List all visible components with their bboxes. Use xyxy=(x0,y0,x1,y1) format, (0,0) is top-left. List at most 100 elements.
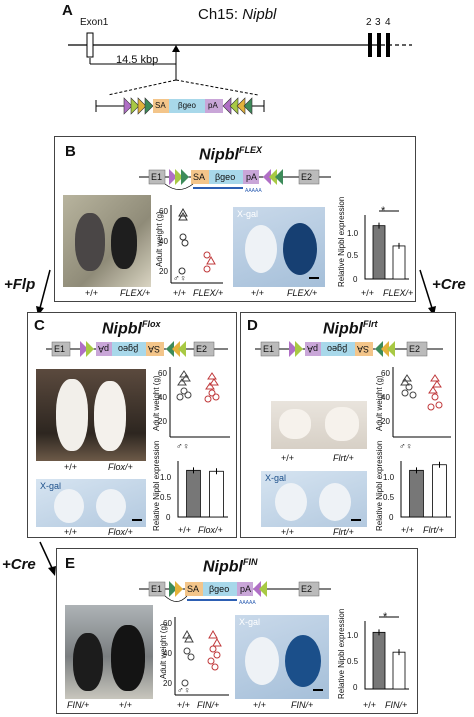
construct-e-polya: AAAAA xyxy=(239,600,256,606)
panel-d-title: NipblFlrt xyxy=(323,319,378,338)
expr-d-chart xyxy=(400,461,451,518)
weight-c-tick-20: 20 xyxy=(158,417,167,426)
photo-e-wt: +/+ xyxy=(119,700,133,710)
expr-e-tick-1: 1.0 xyxy=(347,631,359,640)
panel-d: D NipblFlrt E1 pA βgeo SA E2 +/+ Flrt/+ … xyxy=(240,312,456,538)
weight-b-x-mut: FLEX/+ xyxy=(193,288,224,298)
weight-c-sex: ♂♀ xyxy=(176,441,190,451)
mouse-photo-c xyxy=(36,369,146,461)
construct-d-bgeo: βgeo xyxy=(327,344,348,354)
panel-a-label: A xyxy=(62,2,73,19)
weight-d-tick-40: 40 xyxy=(381,393,390,402)
xgal-photo-d: X-gal xyxy=(261,471,367,527)
expr-d-tick-1: 1.0 xyxy=(383,473,395,482)
mouse-photo-b xyxy=(63,195,151,287)
mouse-photo-e xyxy=(65,605,153,699)
xgal-e-label: X-gal xyxy=(239,617,261,627)
construct-b xyxy=(139,169,331,190)
construct-d-e1: E1 xyxy=(263,344,275,354)
expr-e-tick-05: 0.5 xyxy=(347,657,359,666)
exon1-box xyxy=(86,32,94,58)
panel-e-label: E xyxy=(65,555,76,572)
expr-c-tick-05: 0.5 xyxy=(160,493,172,502)
mouse-photo-d xyxy=(271,401,367,449)
expr-c-x-mut: Flox/+ xyxy=(198,525,223,535)
weight-e-plot xyxy=(174,617,229,696)
xgal-b-label: X-gal xyxy=(237,209,259,219)
distance-label: 14.5 kbp xyxy=(116,54,159,66)
xgal-b-wt: +/+ xyxy=(251,288,265,298)
expr-b-x-wt: +/+ xyxy=(361,288,375,298)
photo-b-mut: FLEX/+ xyxy=(120,288,151,298)
weight-c-tick-40: 40 xyxy=(158,393,167,402)
gene-label: Nipbl xyxy=(242,6,277,23)
chrom-label: Ch15: xyxy=(198,6,239,23)
xgal-photo-e: X-gal xyxy=(235,615,329,699)
expr-c-chart xyxy=(177,461,228,518)
bar-d-1 xyxy=(432,464,447,518)
weight-d-sex: ♂♀ xyxy=(399,441,413,451)
panel-c-label: C xyxy=(34,317,45,334)
xgal-c-wt: +/+ xyxy=(64,527,78,537)
panel-c: C NipblFlox E1 pA βgeo SA E2 +/+ Flox/+ … xyxy=(27,312,237,538)
expr-c-x-wt: +/+ xyxy=(178,525,192,535)
weight-c-tick-60: 60 xyxy=(158,369,167,378)
weight-e-tick-60: 60 xyxy=(163,619,172,628)
cassette-a xyxy=(123,97,253,115)
expr-d-tick-0: 0 xyxy=(389,513,394,522)
expr-e-chart xyxy=(364,616,409,690)
panel-e: E NipblFIN E1 SA βgeo pA E2 AAAAA FIN/+ … xyxy=(56,548,418,714)
panel-d-label: D xyxy=(247,317,258,334)
cassette-a-pa: pA xyxy=(208,101,218,110)
xgal-c-mut: Flox/+ xyxy=(108,527,133,537)
panel-b: B NipblFLEX E1 SA βgeo pA E2 AAAAA +/+ F… xyxy=(54,136,416,302)
xgal-b-mut: FLEX/+ xyxy=(287,288,318,298)
construct-e-e2: E2 xyxy=(301,584,313,594)
expr-b-tick-1: 1.0 xyxy=(347,229,359,238)
cre-flp-arrows xyxy=(36,269,436,316)
bar-e-0 xyxy=(372,631,386,690)
xgal-photo-c: X-gal xyxy=(36,479,146,527)
xgal-photo-b: X-gal xyxy=(233,207,325,287)
weight-d-tick-20: 20 xyxy=(381,417,390,426)
xgal-c-label: X-gal xyxy=(40,481,62,491)
construct-e xyxy=(139,581,331,602)
xgal-d-wt: +/+ xyxy=(281,527,295,537)
construct-e-e1: E1 xyxy=(151,584,163,594)
weight-e-x-mut: FIN/+ xyxy=(197,700,220,710)
expr-d-ylabel: Relative Nipbl expression xyxy=(375,440,384,531)
weight-e-sex: ♂♀ xyxy=(177,685,191,695)
xgal-e-wt: +/+ xyxy=(253,700,267,710)
weight-b-x-wt: +/+ xyxy=(173,288,187,298)
expr-d-x-mut: Flrt/+ xyxy=(423,525,444,535)
panel-c-title: NipblFlox xyxy=(102,319,161,338)
expr-b-signif: * xyxy=(381,205,386,217)
bar-e-1 xyxy=(392,651,406,690)
construct-c-e1: E1 xyxy=(54,344,66,354)
expr-e-signif: * xyxy=(383,611,388,623)
construct-e-bgeo: βgeo xyxy=(209,584,230,594)
exon4-label: 4 xyxy=(385,17,391,28)
exon3-label: 3 xyxy=(375,17,381,28)
cassette-a-sa: SA xyxy=(155,101,166,110)
cre-arrow-left xyxy=(39,541,56,576)
weight-e-tick-20: 20 xyxy=(163,679,172,688)
construct-e-sa: SA xyxy=(187,584,200,594)
construct-c-sa: SA xyxy=(148,344,161,354)
exon1-label: Exon1 xyxy=(80,17,109,28)
exon2-label: 2 xyxy=(366,17,372,28)
weight-d-tick-60: 60 xyxy=(381,369,390,378)
bar-c-0 xyxy=(186,469,201,518)
construct-d-e2: E2 xyxy=(409,344,421,354)
construct-b-sa: SA xyxy=(193,172,206,182)
construct-c-e2: E2 xyxy=(196,344,208,354)
photo-c-mut: Flox/+ xyxy=(108,462,133,472)
panel-b-title: NipblFLEX xyxy=(199,145,263,164)
cassette-a-bgeo: βgeo xyxy=(178,101,196,110)
cre-arrow-right-label: +Cre xyxy=(432,276,466,293)
photo-b-wt: +/+ xyxy=(85,288,99,298)
bar-d-0 xyxy=(409,469,424,518)
expr-e-tick-0: 0 xyxy=(353,683,358,692)
expr-d-tick-05: 0.5 xyxy=(383,493,395,502)
flp-arrow-label: +Flp xyxy=(4,276,36,293)
